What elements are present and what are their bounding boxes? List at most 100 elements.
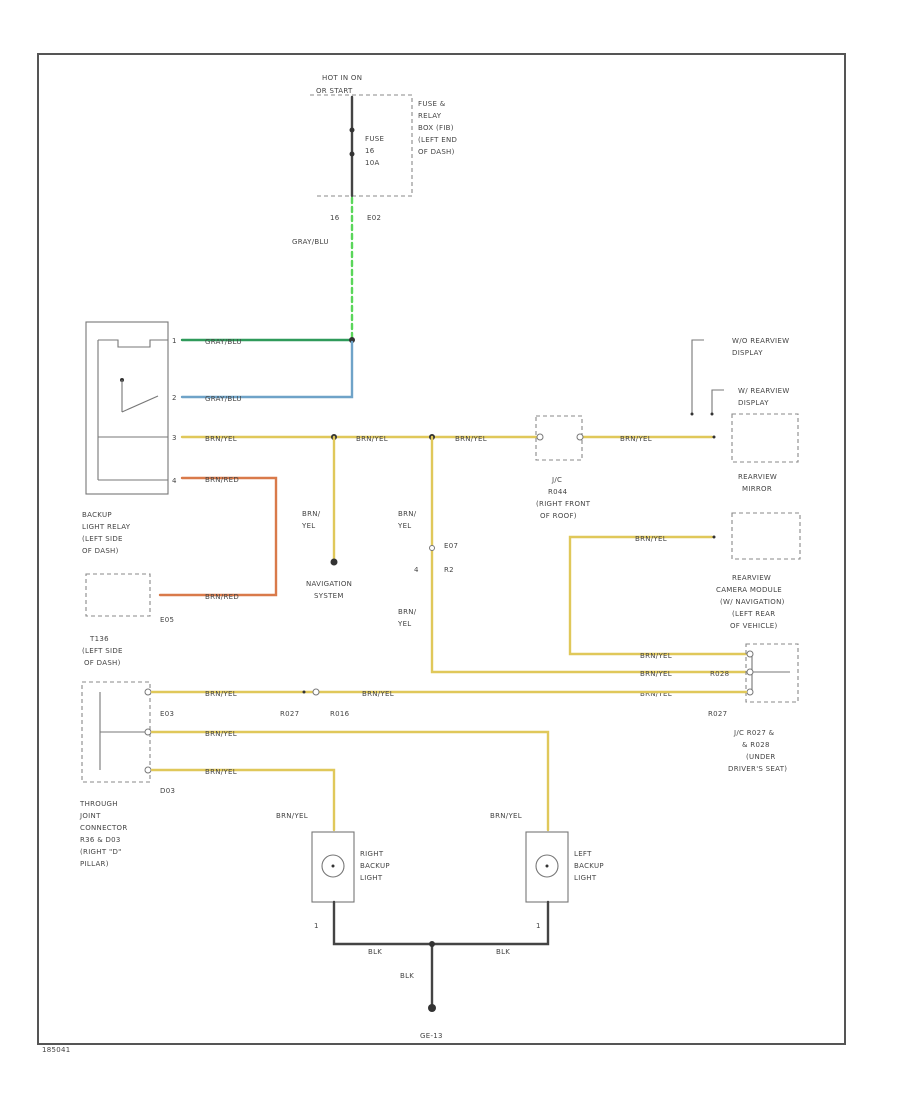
jc-r044-label-4: OF ROOF) [540,512,577,520]
wire-gray-blu-vertical-label: GRAY/BLU [292,238,329,246]
pin-16-label: 16 [330,214,340,222]
jc2-label-1: J/C R027 & [733,729,775,737]
r028-label: R028 [710,670,729,678]
nav-brn-label: BRN/ [302,510,321,518]
camera-label-1: REARVIEW [732,574,771,582]
nav-yel-label: YEL [301,522,316,530]
left-light-label-3: LIGHT [574,874,597,882]
e07-label: E07 [444,542,458,550]
fuse-label-1: FUSE [365,135,384,143]
wire-gray-blu-pin2 [180,340,354,399]
mirror-terminal [712,435,716,439]
relay-label-2: LIGHT RELAY [82,523,131,531]
wire-brn-yel-1-label: BRN/YEL [205,435,237,443]
jc-yel-label-2: YEL [397,620,412,628]
r2-label: R2 [444,566,454,574]
through-pin-2 [144,728,152,736]
right-light-label-3: LIGHT [360,874,383,882]
jc-yel-label-1: YEL [397,522,412,530]
r016-label: R016 [330,710,350,718]
jc-r044-pin-a [536,433,544,441]
wo-rearview-dot [690,412,694,416]
through-pin-1 [144,688,152,696]
jc2-label-3: (UNDER [746,753,776,761]
e03-label: E03 [160,710,174,718]
right-backup-bulb [321,854,345,878]
through-pin-3 [144,766,152,774]
jc-wire-label-1: BRN/YEL [640,652,672,660]
wire-brn-yel-3-label: BRN/YEL [455,435,487,443]
wire-brn-yel-camera [568,535,748,656]
fuse-label-2: 16 [365,147,375,155]
wire-brn-yel-2-label: BRN/YEL [356,435,388,443]
wire-brn-yel-jc [430,435,748,674]
relay-pin-1-label: 1 [172,337,177,345]
t136-label-1: T136 [89,635,109,643]
r027-inline-pin [312,688,320,696]
nav-label-2: SYSTEM [314,592,344,600]
blk-label-1: BLK [368,948,382,956]
jc-r027-pin-1 [746,650,754,658]
relay-label-4: OF DASH) [82,547,119,555]
through-label-3: CONNECTOR [80,824,128,832]
jc-r044-label-2: R044 [548,488,568,496]
rearview-camera-box [731,512,801,560]
wire-brn-yel-left-light [150,730,550,832]
splice-gray-blu [349,337,355,343]
fuse-terminal-bottom [349,151,355,157]
diagram-frame [37,53,846,1045]
relay-pin-4-label: 4 [172,477,177,485]
jc-brn-label-1: BRN/ [398,510,417,518]
t136-label-2: (LEFT SIDE [82,647,123,655]
through-label-4: R36 & D03 [80,836,121,844]
relay-coil-top [98,339,168,348]
jc2-label-2: & R028 [742,741,770,749]
nav-label-1: NAVIGATION [306,580,352,588]
fuse-relay-box [310,94,413,197]
jc-brn-label-2: BRN/ [398,608,417,616]
jc-r044-label-3: (RIGHT FRONT [536,500,591,508]
through-label-5: (RIGHT "D" [80,848,122,856]
wire-gray-blu-pin2-label: GRAY/BLU [205,395,242,403]
wire-brn-yel-4-label: BRN/YEL [620,435,652,443]
ground-label: GE-13 [420,1032,443,1040]
w-rearview-label-2: DISPLAY [738,399,769,407]
r027-a-label: R027 [280,710,299,718]
fuse-box-label-4: (LEFT END [418,136,457,144]
blk-label-2: BLK [496,948,510,956]
jc-wire-label-2: BRN/YEL [640,670,672,678]
jc-r044-box [535,415,583,461]
r027-wire-label-2: BRN/YEL [362,690,394,698]
r027-wire-label-1: BRN/YEL [205,690,237,698]
fuse-box-label-2: RELAY [418,112,442,120]
wire-blk-ground-loop [332,900,550,946]
rearview-mirror-box [731,413,799,463]
right-backup-filament [331,864,335,868]
nav-terminal [330,558,338,566]
through-label-1: THROUGH [79,800,118,808]
jc2-label-4: DRIVER'S SEAT) [728,765,787,773]
left-light-label-1: LEFT [574,850,592,858]
blk-label-3: BLK [400,972,414,980]
mirror-label-2: MIRROR [742,485,772,493]
wire-brn-yel-right-light [150,768,336,832]
connector-e02-label: E02 [367,214,381,222]
diagram-code: 185041 [42,1046,71,1054]
wo-rearview-label-1: W/O REARVIEW [732,337,789,345]
r027-b-label: R027 [708,710,727,718]
e07-pin [429,545,435,551]
t136-label-3: OF DASH) [84,659,121,667]
w-rearview-pointer [711,389,724,414]
fuse-box-label-5: OF DASH) [418,148,455,156]
relay-switch-arm [121,395,159,413]
ground-terminal [428,1004,436,1012]
relay-pin-2-label: 2 [172,394,177,402]
jc-r027-pin-2 [746,668,754,676]
through-label-2: JOINT [79,812,101,820]
fuse-box-label-1: FUSE & [418,100,446,108]
relay-pin-3-label: 3 [172,434,177,442]
mirror-label-1: REARVIEW [738,473,777,481]
or-start-label: OR START [316,87,353,95]
camera-label-4: (LEFT REAR [732,610,775,618]
